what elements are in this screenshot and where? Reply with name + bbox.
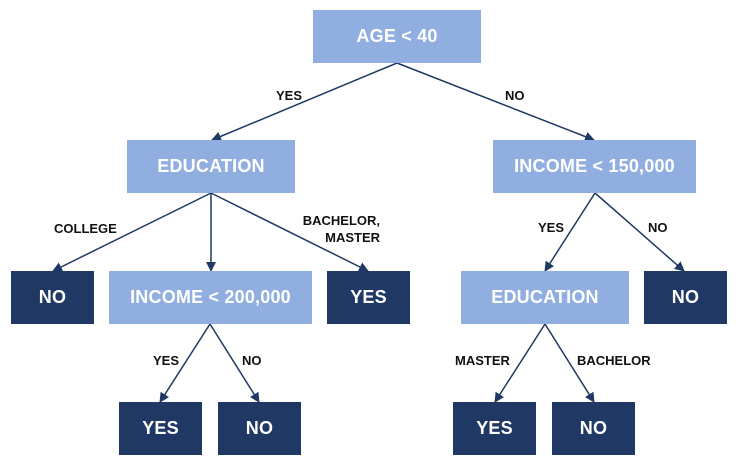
node-education-right: EDUCATION [461, 271, 629, 324]
root-node-age: AGE < 40 [313, 10, 481, 63]
edge-income-right-to-no [594, 192, 685, 272]
edge-education-to-yes [210, 192, 369, 272]
edge-label-root-no: NO [505, 88, 525, 103]
node-income-right: INCOME < 150,000 [493, 140, 696, 193]
edge-root-to-income-right [396, 62, 595, 142]
leaf-no-college: NO [11, 271, 94, 324]
leaf-no-income-right: NO [644, 271, 727, 324]
edge-label-income-right-yes: YES [538, 220, 565, 235]
edge-income-middle-to-yes [159, 323, 211, 403]
edge-label-college: COLLEGE [54, 221, 117, 236]
edge-label-bachelor-line: BACHELOR, [302, 213, 380, 228]
edge-label-root-yes: YES [276, 88, 303, 103]
edge-education-right-to-no [544, 323, 595, 403]
leaf-yes-bachelor-master: YES [327, 271, 410, 324]
edge-education-right-to-yes [494, 323, 546, 403]
leaf-yes-income-middle: YES [119, 402, 202, 455]
edge-root-to-education [211, 62, 398, 142]
edge-income-right-to-education [544, 192, 596, 272]
edge-label-income-right-no: NO [648, 220, 668, 235]
edge-education-to-no [52, 192, 212, 272]
node-income-middle: INCOME < 200,000 [109, 271, 312, 324]
edge-label-bachelor-master: BACHELOR, MASTER [287, 212, 380, 246]
edge-label-master-line: MASTER [325, 230, 380, 245]
leaf-yes-master: YES [453, 402, 536, 455]
edge-income-middle-to-no [209, 323, 260, 403]
node-education-left: EDUCATION [127, 140, 295, 193]
edge-label-master: MASTER [455, 353, 510, 368]
edge-label-income-middle-yes: YES [153, 353, 180, 368]
leaf-no-bachelor: NO [552, 402, 635, 455]
edge-label-bachelor: BACHELOR [577, 353, 651, 368]
leaf-no-income-middle: NO [218, 402, 301, 455]
edge-label-income-middle-no: NO [242, 353, 262, 368]
